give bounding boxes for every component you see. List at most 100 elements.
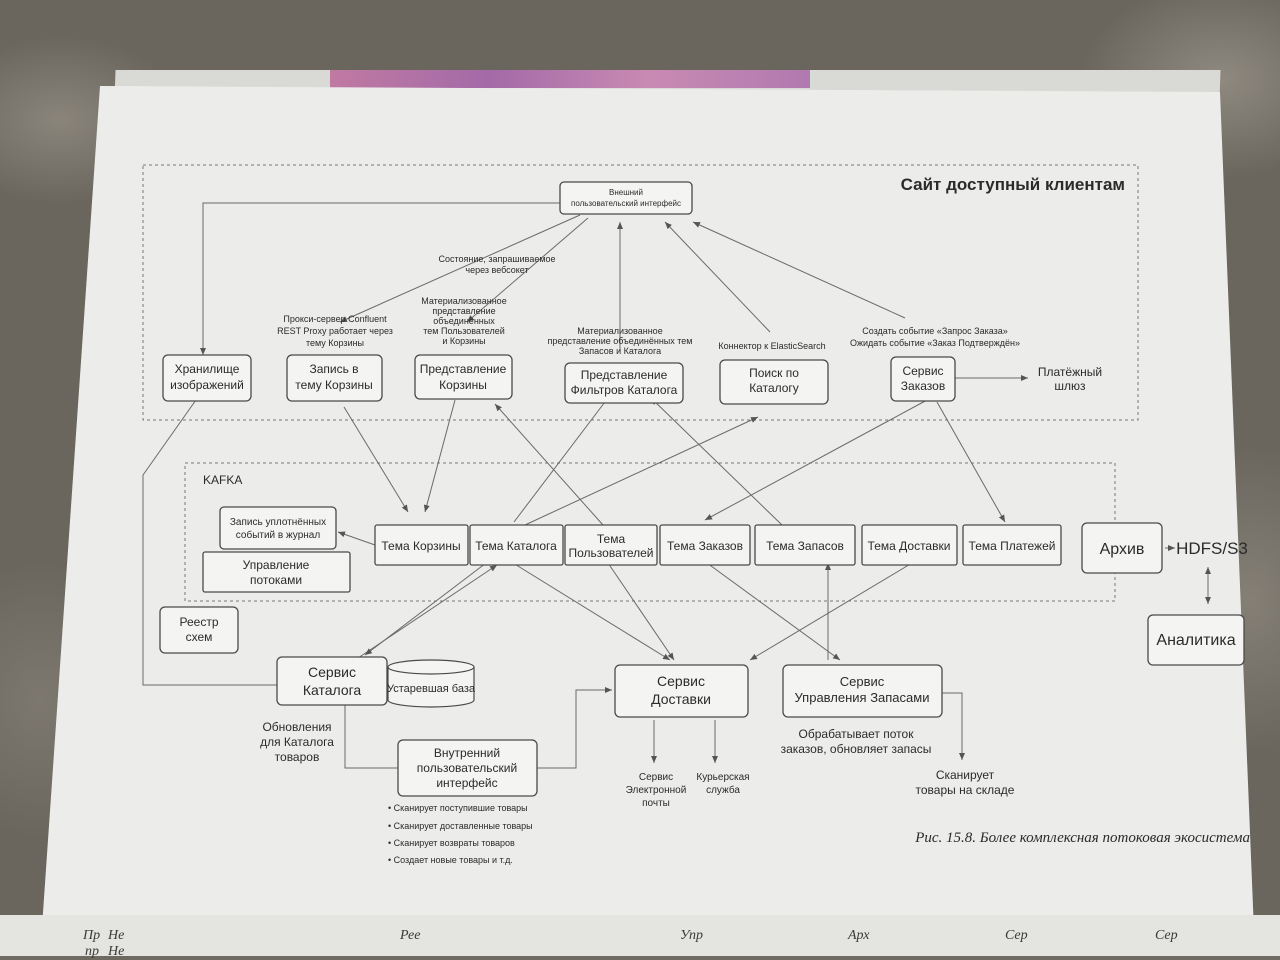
archive-box: Архив (1081, 522, 1163, 574)
svg-text:схем: схем (186, 630, 213, 644)
svg-text:Каталогу: Каталогу (749, 381, 799, 395)
image-store-box: Хранилище изображений (162, 354, 252, 402)
schema-registry-box: Реестр схем (159, 606, 239, 654)
kafka-region-title: KAFKA (203, 473, 242, 487)
svg-text:Архив: Архив (1100, 541, 1145, 558)
bullet-item: • Сканирует возвраты товаров (388, 838, 515, 848)
svg-text:для Каталога: для Каталога (260, 735, 334, 749)
svg-text:Прокси-сервер Confluent: Прокси-сервер Confluent (283, 314, 387, 324)
edges (142, 202, 1211, 769)
next-book-page (0, 915, 1280, 956)
svg-text:Тема Запасов: Тема Запасов (766, 539, 844, 553)
book-cover-stripe (330, 70, 810, 88)
delivery-service-box: Сервис Доставки (614, 664, 749, 718)
svg-text:Материализованное: Материализованное (421, 296, 506, 306)
svg-text:почты: почты (642, 798, 670, 809)
svg-text:Сервис: Сервис (657, 673, 705, 689)
figure-caption: Рис. 15.8. Более комплексная потоковая э… (914, 830, 1250, 846)
websocket-annotation: Состояние, запрашиваемое через вебсокет (438, 254, 555, 275)
svg-text:Тема Заказов: Тема Заказов (667, 539, 743, 553)
svg-text:Запись в: Запись в (309, 362, 358, 376)
scan-stock-annotation: Сканирует товары на складе (916, 768, 1015, 797)
svg-text:Внутренний: Внутренний (434, 746, 500, 760)
catalog-service-box: Сервис Каталога (276, 656, 388, 706)
svg-text:интерфейс: интерфейс (436, 776, 497, 790)
svg-text:Хранилище: Хранилище (175, 362, 240, 376)
inventory-note-annotation: Обрабатывает поток заказов, обновляет за… (781, 727, 932, 756)
topic-delivery: Тема Доставки (861, 524, 958, 566)
svg-text:Курьерская: Курьерская (696, 772, 749, 783)
hdfs-label: HDFS/S3 (1176, 539, 1248, 558)
svg-text:изображений: изображений (170, 378, 244, 392)
site-region (142, 164, 1139, 421)
svg-text:REST Proxy работает через: REST Proxy работает через (277, 326, 393, 336)
mat-view-cart-annotation: Материализованное представление объединё… (421, 296, 506, 346)
bullet-item: • Сканирует доставленные товары (388, 821, 533, 831)
svg-text:Сервис: Сервис (902, 364, 943, 378)
svg-text:товаров: товаров (275, 750, 320, 764)
order-events-annotation: Создать событие «Запрос Заказа» Ожидать … (850, 326, 1020, 348)
svg-text:Каталога: Каталога (303, 682, 362, 698)
frontend-ui-box: Внешний пользовательский интерфейс (559, 181, 693, 215)
svg-text:объединённых: объединённых (433, 316, 495, 326)
svg-text:через вебсокет: через вебсокет (465, 265, 528, 275)
topic-orders: Тема Заказов (659, 524, 751, 566)
mat-view-catalog-annotation: Материализованное представление объединё… (548, 326, 693, 356)
svg-text:Аналитика: Аналитика (1156, 632, 1235, 649)
legacy-db-cylinder: Устаревшая база (387, 659, 476, 708)
svg-text:Поиск по: Поиск по (749, 366, 799, 380)
svg-text:Ожидать событие «Заказ Подтвер: Ожидать событие «Заказ Подтверждён» (850, 338, 1020, 348)
svg-text:Запасов и Каталога: Запасов и Каталога (579, 346, 661, 356)
site-region-title: Сайт доступный клиентам (901, 175, 1125, 194)
svg-text:Устаревшая база: Устаревшая база (387, 683, 476, 695)
catalog-filter-view-box: Представление Фильтров Каталога (564, 362, 684, 404)
internal-ui-bullets: • Сканирует поступившие товары • Сканиру… (388, 803, 533, 865)
svg-text:Представление: Представление (420, 362, 507, 376)
courier-label: Курьерская служба (696, 772, 749, 796)
svg-text:потоками: потоками (250, 573, 302, 587)
bullet-item: • Создает новые товары и т.д. (388, 855, 513, 865)
svg-text:Управление: Управление (243, 558, 310, 572)
svg-text:Обновления: Обновления (262, 720, 331, 734)
svg-text:Запись уплотнённых: Запись уплотнённых (230, 517, 326, 528)
svg-text:Тема: Тема (597, 532, 626, 546)
catalog-search-box: Поиск по Каталогу (719, 359, 829, 405)
svg-text:Внешний: Внешний (609, 188, 643, 197)
topic-payments: Тема Платежей (962, 524, 1062, 566)
svg-text:Состояние, запрашиваемое: Состояние, запрашиваемое (438, 254, 555, 264)
svg-text:Сервис: Сервис (840, 674, 885, 689)
svg-text:Заказов: Заказов (901, 379, 945, 393)
svg-text:Тема Корзины: Тема Корзины (381, 539, 460, 553)
svg-text:Платёжный: Платёжный (1038, 365, 1102, 379)
topic-catalog: Тема Каталога (469, 524, 564, 566)
svg-text:представление объединённых тем: представление объединённых тем (548, 336, 693, 346)
analytics-box: Аналитика (1147, 614, 1245, 666)
svg-text:Представление: Представление (581, 368, 668, 382)
compacted-log-box: Запись уплотнённых событий в журнал (219, 506, 337, 550)
order-service-box: Сервис Заказов (890, 356, 956, 402)
svg-text:представление: представление (432, 306, 495, 316)
svg-text:событий в журнал: событий в журнал (236, 529, 321, 541)
svg-text:Управления Запасами: Управления Запасами (795, 690, 930, 705)
svg-text:Фильтров Каталога: Фильтров Каталога (571, 383, 678, 397)
payment-gateway-label: Платёжный шлюз (1038, 365, 1102, 393)
svg-text:и Корзины: и Корзины (442, 336, 485, 346)
svg-text:товары на складе: товары на складе (916, 783, 1015, 797)
email-service-label: Сервис Электронной почты (626, 772, 687, 809)
svg-text:тему Корзины: тему Корзины (306, 338, 364, 348)
svg-text:Доставки: Доставки (651, 691, 711, 707)
cart-write-box: Запись в тему Корзины (286, 354, 383, 402)
catalog-updates-annotation: Обновления для Каталога товаров (260, 720, 334, 764)
topic-users: Тема Пользователей (564, 524, 658, 566)
svg-text:Пользователей: Пользователей (569, 546, 654, 560)
svg-text:заказов, обновляет запасы: заказов, обновляет запасы (781, 742, 932, 756)
bullet-item: • Сканирует поступившие товары (388, 803, 528, 813)
svg-text:Сканирует: Сканирует (936, 768, 995, 782)
topic-cart: Тема Корзины (374, 524, 469, 566)
stream-mgmt-box: Управление потоками (202, 551, 351, 593)
svg-text:Создать событие «Запрос Заказа: Создать событие «Запрос Заказа» (862, 326, 1008, 336)
svg-text:тему Корзины: тему Корзины (295, 378, 372, 392)
svg-text:Реестр: Реестр (180, 615, 219, 629)
svg-text:Обрабатывает поток: Обрабатывает поток (799, 727, 915, 741)
